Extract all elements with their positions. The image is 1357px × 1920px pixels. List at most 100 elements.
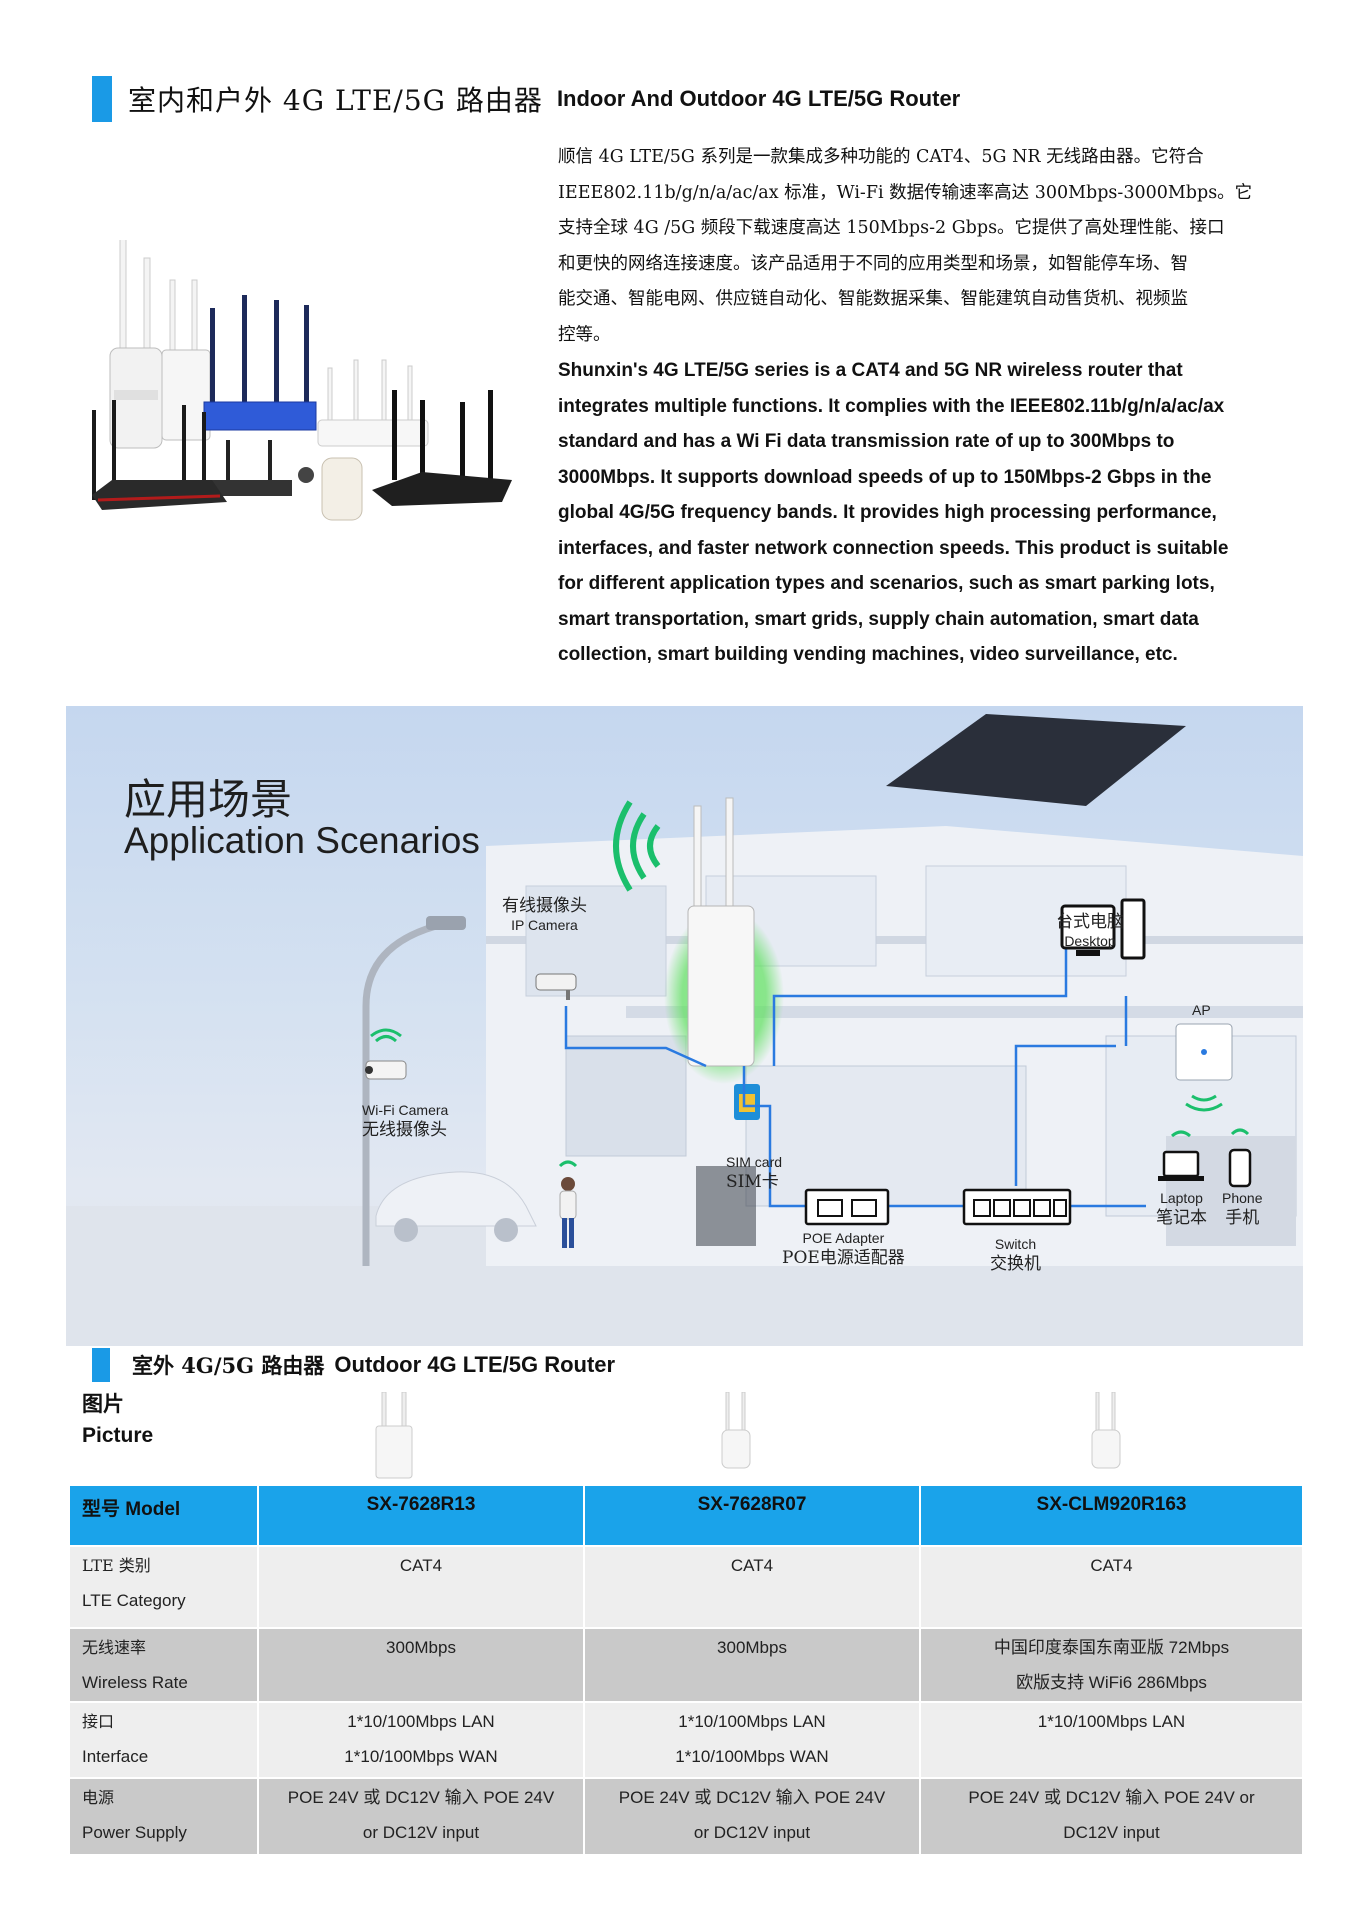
solar-panel [886,714,1186,806]
label-poe-adapter: POE Adapter POE电源适配器 [782,1230,905,1269]
ap-device [1175,1023,1233,1112]
intro-text: 顺信 4G LTE/5G 系列是一款集成多种功能的 CAT4、5G NR 无线路… [558,140,1298,673]
label-poe-adapter-cn: POE电源适配器 [782,1247,905,1268]
switch-icon [962,1188,1072,1226]
label-wifi-camera: Wi-Fi Camera 无线摄像头 [362,1102,448,1141]
cell-line: CAT4 [730,1556,774,1575]
intro-cn-line: 支持全球 4G /5G 频段下载速度高达 150Mbps-2 Gbps。它提供了… [558,218,1225,238]
cell-line: 1*10/100Mbps WAN [675,1747,829,1766]
label-desktop: 台式电脑 Desktop [1056,912,1124,951]
thumb-sx-7628r07 [721,1392,751,1469]
table-cell: 1*10/100Mbps LAN 1*10/100Mbps WAN [584,1701,921,1778]
table-row: 无线速率 Wireless Rate 300Mbps 300Mbps 中国印度泰… [70,1627,1304,1702]
row-label-en: LTE Category [82,1591,186,1610]
cell-line: 欧版支持 WiFi6 286Mbps [1016,1673,1207,1692]
label-laptop-en: Laptop [1160,1190,1203,1206]
row-label: LTE 类别 LTE Category [70,1545,259,1628]
page-header: 室内和户外 4G LTE/5G 路由器 Indoor And Outdoor 4… [92,76,960,122]
product-family-photo [92,240,512,521]
row-label-en: Power Supply [82,1823,187,1842]
table-row: LTE 类别 LTE Category CAT4 CAT4 CAT4 [70,1545,1304,1628]
laptop-icon [1158,1130,1204,1181]
section-title-en: Outdoor 4G LTE/5G Router [334,1352,616,1377]
cell-line: 1*10/100Mbps LAN [678,1712,826,1731]
cell-line: CAT4 [399,1556,443,1575]
section-title-cn: 室外 4G/5G 路由器 [132,1353,325,1378]
thumb-sx-7628r13 [375,1392,413,1479]
outdoor-router-b [161,279,211,441]
intro-cn-line: 控等。 [558,324,611,345]
intro-cn-line: 能交通、智能电网、供应链自动化、智能数据采集、智能建筑自动售货机、视频监 [558,289,1188,309]
header-title-cn: 室内和户外 4G LTE/5G 路由器 [128,84,543,117]
application-scenario-banner: 应用场景 Application Scenarios 有线摄像头 IP Came… [66,706,1303,1346]
header-model-3: SX-CLM920R163 [920,1486,1304,1546]
section-accent-bar [92,1348,110,1382]
spec-table: 型号 Model SX-7628R13 SX-7628R07 SX-CLM920… [70,1486,1304,1854]
intro-en-line: Shunxin's 4G LTE/5G series is a CAT4 and… [558,360,1183,381]
label-sim-card-cn: SIM卡 [726,1171,779,1192]
header-accent-bar [92,76,112,122]
row-label-cn: 电源 [82,1788,115,1807]
label-poe-adapter-en: POE Adapter [802,1230,885,1246]
black-router-right [372,390,512,506]
label-switch-cn: 交换机 [990,1253,1041,1274]
label-switch-en: Switch [994,1236,1037,1252]
cell-line: 300Mbps [717,1638,787,1657]
black-red-router [92,400,227,510]
outdoor-router-a [109,240,163,449]
row-label-cn: 无线速率 [82,1638,147,1657]
intro-paragraph-en: Shunxin's 4G LTE/5G series is a CAT4 and… [558,353,1298,673]
intro-en-line: global 4G/5G frequency bands. It provide… [558,502,1217,523]
scenario-illustration [66,714,1303,1346]
table-header-row: 型号 Model SX-7628R13 SX-7628R07 SX-CLM920… [70,1486,1304,1546]
desktop-icon [1060,898,1146,960]
label-phone-en: Phone [1222,1190,1263,1206]
cell-line: POE 24V 或 DC12V 输入 POE 24V [618,1788,886,1807]
label-ap: AP [1192,1002,1211,1020]
scenario-title-en: Application Scenarios [124,820,480,861]
blue-router [203,295,317,431]
cylinder-router [321,457,363,521]
table-cell: POE 24V 或 DC12V 输入 POE 24V or DC12V inpu… [584,1777,921,1854]
signal-arcs [613,800,661,892]
label-laptop: Laptop 笔记本 [1156,1190,1207,1229]
cell-line: or DC12V input [693,1823,811,1842]
cell-line: CAT4 [1090,1556,1133,1575]
cell-line: 1*10/100Mbps WAN [344,1747,498,1766]
cell-line: 300Mbps [386,1638,456,1657]
intro-en-line: smart transportation, smart grids, suppl… [558,608,1199,630]
intro-en-line: standard and has a Wi Fi data transmissi… [558,431,1175,452]
intro-en-line: interfaces, and faster network connectio… [558,537,1229,559]
poe-adapter-icon [804,1188,890,1226]
label-switch: Switch 交换机 [990,1236,1041,1275]
cell-line: 中国印度泰国东南亚版 72Mbps [993,1638,1230,1657]
table-cell: POE 24V 或 DC12V 输入 POE 24V or DC12V inpu… [920,1777,1304,1854]
label-ap-en: AP [1192,1002,1211,1018]
person [558,1160,578,1248]
header-title-en: Indoor And Outdoor 4G LTE/5G Router [556,86,961,111]
cell-line: 1*10/100Mbps LAN [1037,1712,1186,1731]
cell-line: DC12V input [1063,1823,1160,1842]
table-cell: 1*10/100Mbps LAN 1*10/100Mbps WAN [258,1701,585,1778]
header-model-1: SX-7628R13 [258,1486,585,1546]
table-row: 接口 Interface 1*10/100Mbps LAN 1*10/100Mb… [70,1701,1304,1778]
label-sim-card: SIM card SIM卡 [726,1154,782,1193]
label-wifi-camera-en: Wi-Fi Camera [362,1102,449,1118]
label-desktop-en: Desktop [1064,933,1116,950]
table-cell: CAT4 [584,1545,921,1628]
white-routers-back [317,359,429,447]
intro-en-line: collection, smart building vending machi… [558,644,1178,665]
cell-line: or DC12V input [362,1823,480,1842]
row-label-en: Interface [82,1747,149,1766]
table-cell: 300Mbps [584,1627,921,1702]
table-cell: POE 24V 或 DC12V 输入 POE 24V or DC12V inpu… [258,1777,585,1854]
street-lamp [362,916,466,1266]
intro-en-line: 3000Mbps. It supports download speeds of… [558,466,1212,488]
label-wifi-camera-cn: 无线摄像头 [362,1119,447,1140]
intro-cn-line: 顺信 4G LTE/5G 系列是一款集成多种功能的 CAT4、5G NR 无线路… [558,147,1204,167]
cell-line: POE 24V 或 DC12V 输入 POE 24V [287,1788,555,1807]
car [375,1171,537,1242]
table-cell: 中国印度泰国东南亚版 72Mbps 欧版支持 WiFi6 286Mbps [920,1627,1304,1702]
phone-icon [1228,1128,1252,1188]
row-label-cn: LTE 类别 [82,1556,151,1575]
